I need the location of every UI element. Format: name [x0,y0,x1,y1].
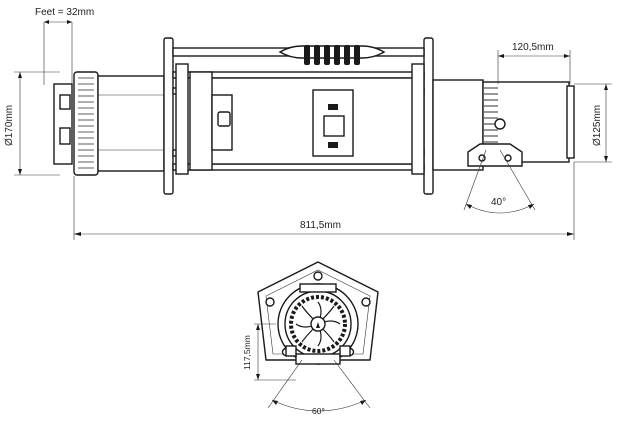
diameter-right-label: Ø125mm [592,105,603,146]
motor-housing [53,71,165,176]
length-label: 811,5mm [300,220,341,231]
angle-40-label: 40° [491,197,506,208]
angle-40-dimension: 40° [463,149,536,214]
feet-label: Feet = 32mm [35,7,94,18]
feet-dimension: Feet = 32mm [35,7,94,85]
diameter-left-label: Ø170mm [4,105,15,146]
angle-60-dimension: 60° [267,359,371,416]
winch-side-view: Feet = 32mm Ø170mm [4,7,612,240]
angle-60-label: 60° [312,406,325,416]
gearbox-housing [432,79,575,171]
height-label: 117,5mm [242,335,252,370]
winch-frame [163,37,434,195]
width-right-label: 120,5mm [512,42,554,53]
left-diameter-dimension: Ø170mm [4,71,60,176]
length-dimension: 811,5mm [73,162,575,240]
width-right-dimension: 120,5mm [497,42,571,84]
winch-front-view: 117,5mm 60° [242,261,379,416]
height-dimension: 117,5mm [242,323,296,381]
right-diameter-dimension: Ø125mm [574,83,612,163]
